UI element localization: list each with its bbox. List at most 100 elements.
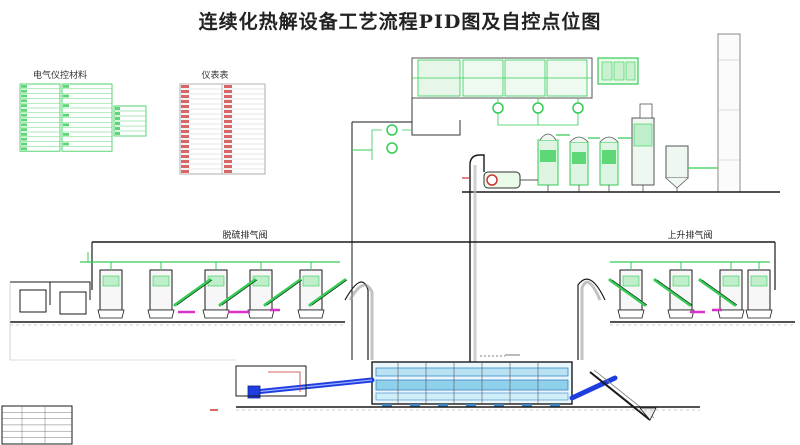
legend-table-instruments-cell [181, 135, 189, 138]
burner [410, 404, 420, 407]
legend-table-electrical-cell [63, 123, 69, 127]
legend-table-electrical-cell [21, 147, 27, 151]
legend-table-instruments-cell [224, 105, 232, 108]
retort-base [297, 309, 325, 319]
legend-table-instruments-cell [181, 100, 189, 103]
legend-table-electrical-cell [115, 127, 120, 130]
chimney-stack [688, 33, 741, 193]
legend-table-instruments-cell [181, 140, 189, 143]
ancillary-box [59, 291, 87, 315]
legend-table-electrical-cell [115, 132, 120, 135]
legend-table-instruments-cell [224, 110, 232, 113]
retort-base [617, 309, 645, 319]
right-group-label: 上升排气阀 [667, 229, 712, 241]
legend-table-instruments: 仪表表 [179, 69, 266, 175]
legend-table-electrical-cell [21, 113, 27, 117]
discharge-screw-conveyor [569, 369, 657, 421]
diagram-title: 连续化热解设备工艺流程PID图及自控点位图 [199, 10, 602, 33]
feed-screw-conveyor [210, 365, 375, 411]
legend-table-instruments-cell [224, 115, 232, 118]
legend-table-instruments-cell [224, 170, 232, 173]
left-discharge-conveyor [344, 281, 374, 360]
legend-table-electrical-cell [21, 94, 27, 98]
burner [550, 404, 560, 407]
control-panel [597, 57, 639, 85]
retort-window [152, 275, 170, 287]
scrubbing-towers [537, 103, 689, 192]
legend-table-instruments-cell [224, 165, 232, 168]
legend-table-instruments-cell [181, 110, 189, 113]
circulation-pumps [371, 98, 584, 160]
legend-table-instruments-cell [181, 120, 189, 123]
legend-table-instruments-cell [181, 115, 189, 118]
legend-table-electrical-cell [115, 122, 120, 125]
legend-table-electrical-cell [63, 113, 69, 117]
legend-table-instruments-cell [181, 90, 189, 93]
legend-table-electrical-cell [63, 142, 69, 146]
retort-base [247, 309, 275, 319]
legend-table-instruments-cell [224, 160, 232, 163]
burner [522, 404, 532, 407]
legend-table-instruments-cell [181, 170, 189, 173]
right-retort-group [608, 261, 795, 326]
legend-table-instruments-cell [224, 90, 232, 93]
legend-table-instruments-cell [181, 165, 189, 168]
legend-table-electrical-cell [21, 128, 27, 131]
legend-table-instruments-cell [224, 95, 232, 98]
legend-table-instruments-cell [181, 155, 189, 158]
legend-table-instruments-cell [224, 120, 232, 123]
ancillary-box [19, 289, 47, 313]
legend-table-electrical-cell [63, 133, 69, 136]
legend-table-instruments-title: 仪表表 [201, 69, 228, 81]
legend-table-instruments-cell [224, 125, 232, 128]
left-group-label: 脱硫排气阀 [222, 229, 267, 241]
retort-base [147, 309, 175, 319]
legend-table-electrical-cell [63, 94, 69, 98]
legend-table-electrical-cell [21, 137, 27, 141]
legend-table-instruments-cell [181, 85, 189, 88]
legend-table-electrical: 电气仪控材料 [19, 69, 147, 152]
legend-table-instruments-cell [181, 130, 189, 133]
gas-riser-pipe [462, 154, 485, 370]
legend-table-electrical-cell [21, 99, 27, 103]
legend-table-instruments-cell [224, 85, 232, 88]
legend-table-electrical-cell [115, 107, 120, 110]
retort-window [722, 275, 740, 287]
retort-window [102, 275, 120, 287]
legend-table-instruments-rows [179, 83, 266, 175]
retort-window [622, 275, 640, 287]
legend-table-instruments-cell [224, 145, 232, 148]
legend-table-electrical-cell [21, 104, 27, 107]
legend-table-electrical-cell [21, 109, 27, 112]
retort-window [750, 275, 768, 287]
legend-table-electrical-cell [21, 118, 27, 122]
condenser-enclosure [411, 57, 593, 136]
legend-table-electrical-cell [21, 133, 27, 136]
legend-table-electrical-cell [21, 142, 27, 146]
retort-window [302, 275, 320, 287]
legend-table-electrical-cell [63, 104, 69, 107]
legend-table-instruments-cell [224, 100, 232, 103]
retort-base [202, 309, 230, 319]
legend-table-instruments-cell [181, 105, 189, 108]
legend-table-electrical-cell [21, 123, 27, 127]
retort-base [97, 309, 125, 319]
legend-table-electrical-title: 电气仪控材料 [33, 69, 87, 81]
burner [466, 404, 476, 407]
legend-table-instruments-cell [181, 150, 189, 153]
legend-table-instruments-cell [224, 140, 232, 143]
burner [494, 404, 504, 407]
retort-window [672, 275, 690, 287]
induced-draft-fan [483, 171, 538, 189]
legend-table-electrical-cell [63, 85, 69, 88]
legend-table-electrical-cell [115, 117, 120, 120]
legend-table-electrical-cell [115, 112, 120, 115]
right-discharge-conveyor [577, 278, 606, 360]
legend-table-instruments-cell [224, 130, 232, 133]
legend-table-instruments-cell [181, 145, 189, 148]
retort-base [667, 309, 695, 319]
burner [438, 404, 448, 407]
legend-table-instruments-cell [224, 135, 232, 138]
main-gas-header: 脱硫排气阀 上升排气阀 [91, 229, 776, 290]
